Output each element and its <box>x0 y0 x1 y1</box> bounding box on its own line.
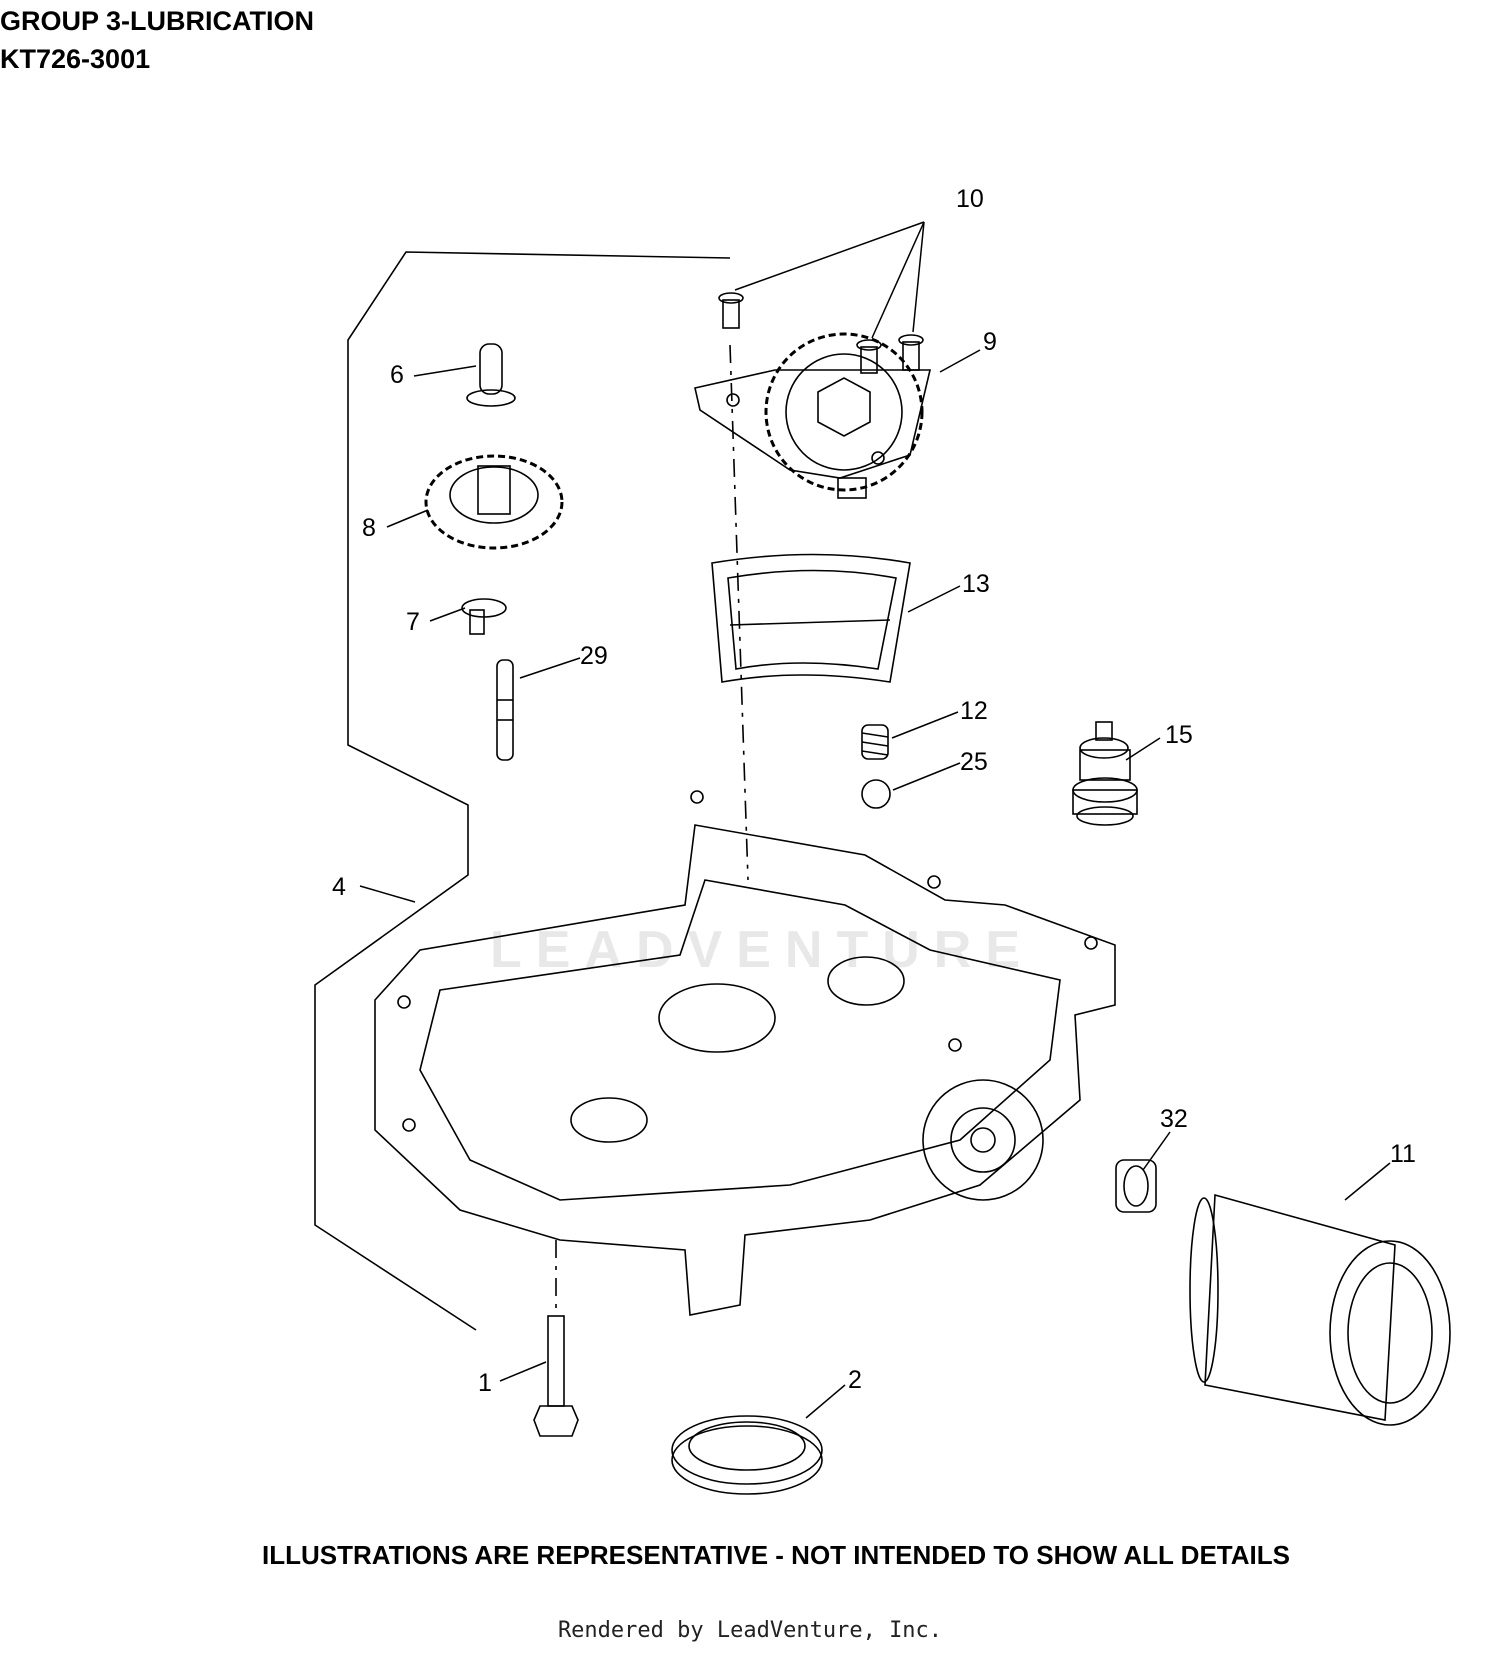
assembly-axis-pump <box>729 344 749 881</box>
callout-13: 13 <box>962 570 990 598</box>
oil-filter-part-11 <box>1189 1193 1451 1426</box>
adapter-part-32 <box>1115 1159 1157 1213</box>
spring-part-12 <box>861 724 889 760</box>
oil-pan-part-4 <box>374 790 1116 1316</box>
shaft-part-29 <box>496 659 514 761</box>
callout-7: 7 <box>406 608 420 636</box>
callout-11: 11 <box>1390 1140 1416 1168</box>
render-credit: Rendered by LeadVenture, Inc. <box>557 1618 943 1643</box>
ball-part-25 <box>861 779 891 809</box>
leader-lines <box>359 221 1391 1419</box>
callout-12: 12 <box>960 697 988 725</box>
callout-25: 25 <box>960 748 988 776</box>
callout-8: 8 <box>362 514 376 542</box>
screen-part-13 <box>711 553 911 683</box>
bolt-part-1 <box>533 1315 579 1437</box>
callout-1: 1 <box>478 1369 492 1397</box>
callout-15: 15 <box>1165 721 1193 749</box>
callout-2: 2 <box>848 1366 862 1394</box>
callout-4: 4 <box>332 873 346 901</box>
seal-part-2 <box>671 1415 823 1495</box>
gear-part-8 <box>424 454 564 550</box>
group-bracket-4 <box>314 251 731 1331</box>
model-number: KT726-3001 <box>0 44 151 74</box>
pressure-switch-part-15 <box>1072 721 1138 826</box>
pin-part-6 <box>466 343 516 407</box>
callout-6: 6 <box>390 361 404 389</box>
callout-9: 9 <box>983 328 997 356</box>
oil-pump-part-9 <box>694 332 932 499</box>
callout-labels: 10 9 6 8 13 7 29 12 15 25 4 32 11 1 2 <box>332 185 1416 1397</box>
callout-29: 29 <box>580 642 608 670</box>
disclaimer-text: ILLUSTRATIONS ARE REPRESENTATIVE - NOT I… <box>262 1540 1290 1570</box>
callout-32: 32 <box>1160 1105 1188 1133</box>
callout-10: 10 <box>956 185 984 213</box>
clip-part-7 <box>461 598 507 635</box>
screw-part-10 <box>718 292 924 374</box>
group-title: GROUP 3-LUBRICATION <box>0 6 315 36</box>
